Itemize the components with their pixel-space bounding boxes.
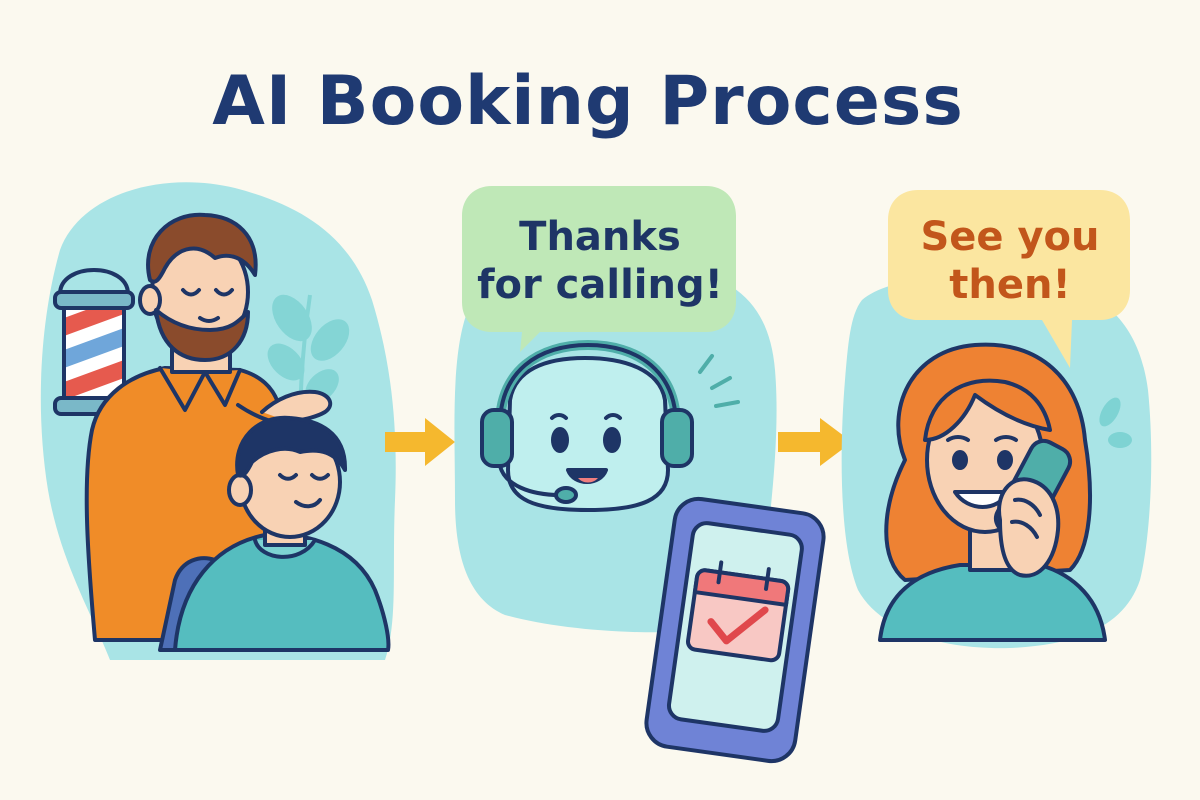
customer-icon — [158, 415, 391, 652]
barber-pole-icon — [53, 268, 135, 416]
arrow-right-icon — [778, 418, 852, 466]
speech-bubble-line-1: See you — [920, 214, 1099, 260]
calendar-check-icon — [685, 560, 791, 663]
speech-bubble-line-1: Thanks — [519, 214, 681, 260]
robot-assistant-icon — [506, 356, 670, 512]
hand-icon — [997, 477, 1061, 578]
arrow-right-icon — [385, 418, 455, 466]
sound-waves-icon — [698, 354, 740, 408]
step-1-barbershop — [40, 182, 396, 660]
woman-on-phone-icon — [878, 342, 1107, 642]
page-title: AI Booking Process — [212, 62, 964, 141]
speech-bubble-line-2: then! — [949, 262, 1070, 308]
plant-icon — [267, 294, 350, 431]
speech-bubble-thanks: Thanks for calling! — [462, 186, 736, 352]
speech-bubble-line-2: for calling! — [477, 262, 723, 308]
speech-bubble-see-you: See you then! — [888, 190, 1130, 368]
headset-icon — [480, 340, 694, 504]
step-2-ai-assistant: Thanks for calling! — [454, 186, 826, 764]
step-3-customer-call: See you then! — [841, 190, 1152, 649]
sparkle-icon — [1099, 397, 1132, 448]
